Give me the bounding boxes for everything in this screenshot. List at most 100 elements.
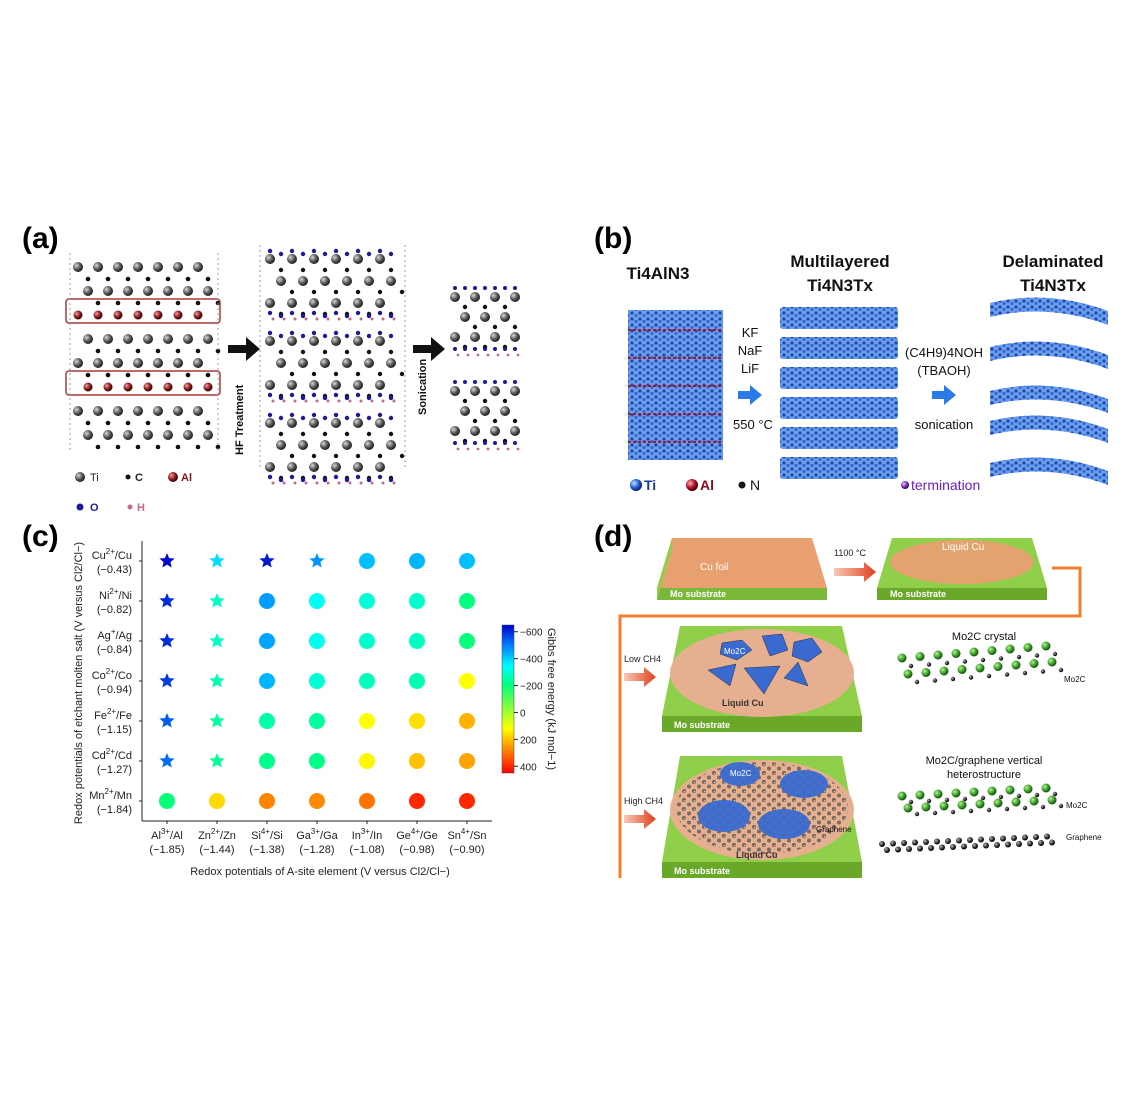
h-atom — [348, 481, 352, 485]
mo2c-crystal-disk — [780, 770, 828, 798]
ti-atom — [73, 262, 83, 272]
tick-label: Ag+/Ag — [97, 627, 132, 642]
c-atom — [175, 300, 181, 306]
ti-atom — [298, 358, 308, 368]
c-atom — [950, 676, 956, 682]
ti-atom — [123, 430, 133, 440]
c-atom — [932, 810, 938, 816]
data-point-star — [259, 553, 275, 568]
mo-atom — [1041, 641, 1051, 651]
graphene-carbon — [989, 836, 995, 842]
o-atom — [463, 286, 467, 290]
o-atom — [473, 347, 477, 351]
multilayered-title: Multilayered — [790, 252, 889, 271]
graphene-carbon — [1038, 840, 1044, 846]
c-atom — [962, 659, 968, 664]
mo-atom — [1011, 797, 1021, 807]
mo-substrate-front — [657, 588, 827, 600]
h-atom — [326, 317, 330, 321]
graphene-carbon — [994, 842, 1000, 848]
ti-atom — [353, 336, 363, 346]
tick-label: Zn2+/Zn — [198, 827, 236, 842]
h-atom — [282, 399, 286, 403]
ti-atom — [123, 286, 133, 296]
mo2c-crystal-disk — [720, 762, 760, 786]
graphene-carbon — [967, 837, 973, 843]
al-atom — [183, 382, 193, 392]
legend-n-label: N — [750, 477, 760, 493]
data-point-circle — [459, 593, 475, 609]
graphene-carbon — [923, 839, 929, 845]
c-atom — [85, 420, 91, 426]
o-atom — [344, 333, 350, 339]
mo-substrate-label: Mo substrate — [890, 589, 946, 599]
data-point-star — [209, 673, 225, 688]
graphene-carbon — [945, 838, 951, 844]
o-atom — [278, 415, 284, 421]
data-point-circle — [259, 673, 275, 689]
mo-atom — [897, 791, 907, 801]
ti-atom — [470, 292, 480, 302]
tick-label: (−0.94) — [97, 684, 132, 696]
o-atom — [322, 395, 328, 401]
colorbar-tick-label: 200 — [520, 735, 537, 746]
ti-atom — [460, 312, 470, 322]
o-atom — [366, 333, 372, 339]
ti-atom — [480, 406, 490, 416]
al-atom — [203, 382, 213, 392]
c-atom — [145, 420, 151, 426]
panel-b-schematic: Ti4AlN3 Multilayered Ti4N3Tx Delaminated… — [627, 252, 1108, 493]
mxene-layer — [780, 337, 898, 359]
mxene-layer — [780, 427, 898, 449]
c-atom — [195, 348, 201, 354]
data-point-star — [209, 713, 225, 728]
ti-atom — [320, 276, 330, 286]
data-point-star — [159, 553, 175, 568]
al-layer-highlight — [65, 370, 221, 396]
o-atom — [333, 248, 339, 254]
data-point-circle — [409, 633, 425, 649]
tick-label: Ni2+/Ni — [99, 587, 132, 602]
ti-atom — [353, 380, 363, 390]
c-atom — [300, 431, 306, 437]
graphene-carbon — [950, 844, 956, 850]
ti-atom — [287, 380, 297, 390]
panel-d-schematic: Cu foil Mo substrate 1100 °C Liquid Cu M… — [618, 538, 1102, 878]
data-point-circle — [259, 713, 275, 729]
h-atom — [381, 399, 385, 403]
low-ch4-label: Low CH4 — [624, 654, 661, 664]
c-atom — [1004, 672, 1010, 677]
c-atom — [366, 349, 372, 355]
tick-label: (−0.98) — [399, 844, 434, 856]
c-atom — [968, 675, 974, 680]
c-atom — [125, 276, 131, 282]
tick-label: (−1.85) — [149, 844, 184, 856]
ti-atom — [143, 286, 153, 296]
c-atom — [215, 444, 221, 450]
c-atom — [289, 289, 295, 295]
mo-atom — [903, 803, 913, 813]
o-atom — [333, 310, 339, 316]
o-atom — [503, 286, 507, 290]
tick-label: (−1.15) — [97, 724, 132, 736]
o-atom — [473, 441, 477, 445]
colorbar-tick-label: −200 — [520, 682, 543, 693]
c-atom — [482, 398, 488, 404]
al-atom — [143, 382, 153, 392]
graphene-structure-label: Graphene — [1066, 833, 1102, 842]
data-point-circle — [309, 593, 325, 609]
tick-label: Cu2+/Cu — [92, 547, 132, 562]
o-atom — [267, 310, 273, 316]
o-atom — [377, 310, 383, 316]
colorbar-tick-label: 0 — [520, 708, 526, 719]
c-atom — [492, 324, 498, 330]
ti-atom — [298, 440, 308, 450]
c-atom — [155, 444, 161, 450]
o-atom — [388, 333, 394, 339]
tick-label: Ge4+/Ge — [396, 827, 438, 842]
ti-atom — [123, 334, 133, 344]
o-atom — [366, 477, 372, 483]
mo-atom — [921, 802, 931, 812]
o-atom — [388, 477, 394, 483]
ti-atom — [276, 440, 286, 450]
